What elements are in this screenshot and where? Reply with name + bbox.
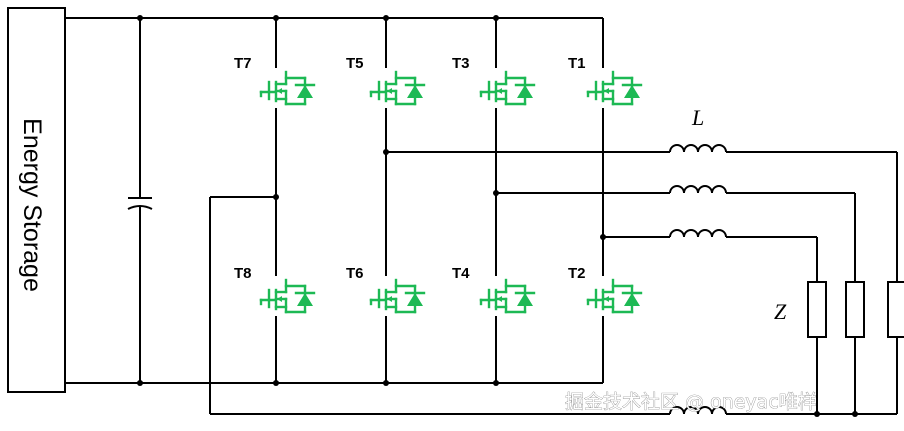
switch-t5: [366, 68, 428, 108]
switch-t2: [583, 276, 645, 316]
switch-t4: [476, 276, 538, 316]
load-impedance-3: [887, 281, 904, 338]
dc-link-capacitor: [127, 18, 153, 383]
switch-t1: [583, 68, 645, 108]
energy-storage-label: Energy Storage: [18, 118, 46, 292]
label-t6: T6: [346, 265, 364, 282]
label-t7: T7: [234, 55, 252, 72]
label-t4: T4: [452, 265, 470, 282]
inductor-label: L: [691, 105, 704, 130]
switch-t6: [366, 276, 428, 316]
label-t8: T8: [234, 265, 252, 282]
inductor-c: [669, 229, 727, 238]
label-t1: T1: [568, 55, 586, 72]
switch-t8: [256, 276, 318, 316]
load-impedance-2: [845, 281, 865, 338]
label-t5: T5: [346, 55, 364, 72]
inductor-b: [669, 185, 727, 194]
impedance-label: Z: [774, 299, 787, 324]
switch-t7: [256, 68, 318, 108]
label-t3: T3: [452, 55, 470, 72]
energy-storage-block: [7, 7, 66, 393]
inductor-a: [669, 144, 727, 153]
load-impedance-1: [807, 281, 827, 338]
switch-t3: [476, 68, 538, 108]
inductor-n: [669, 406, 727, 415]
watermark-text: 掘金技术社区 @ oneyac唯样: [565, 391, 817, 413]
label-t2: T2: [568, 265, 586, 282]
